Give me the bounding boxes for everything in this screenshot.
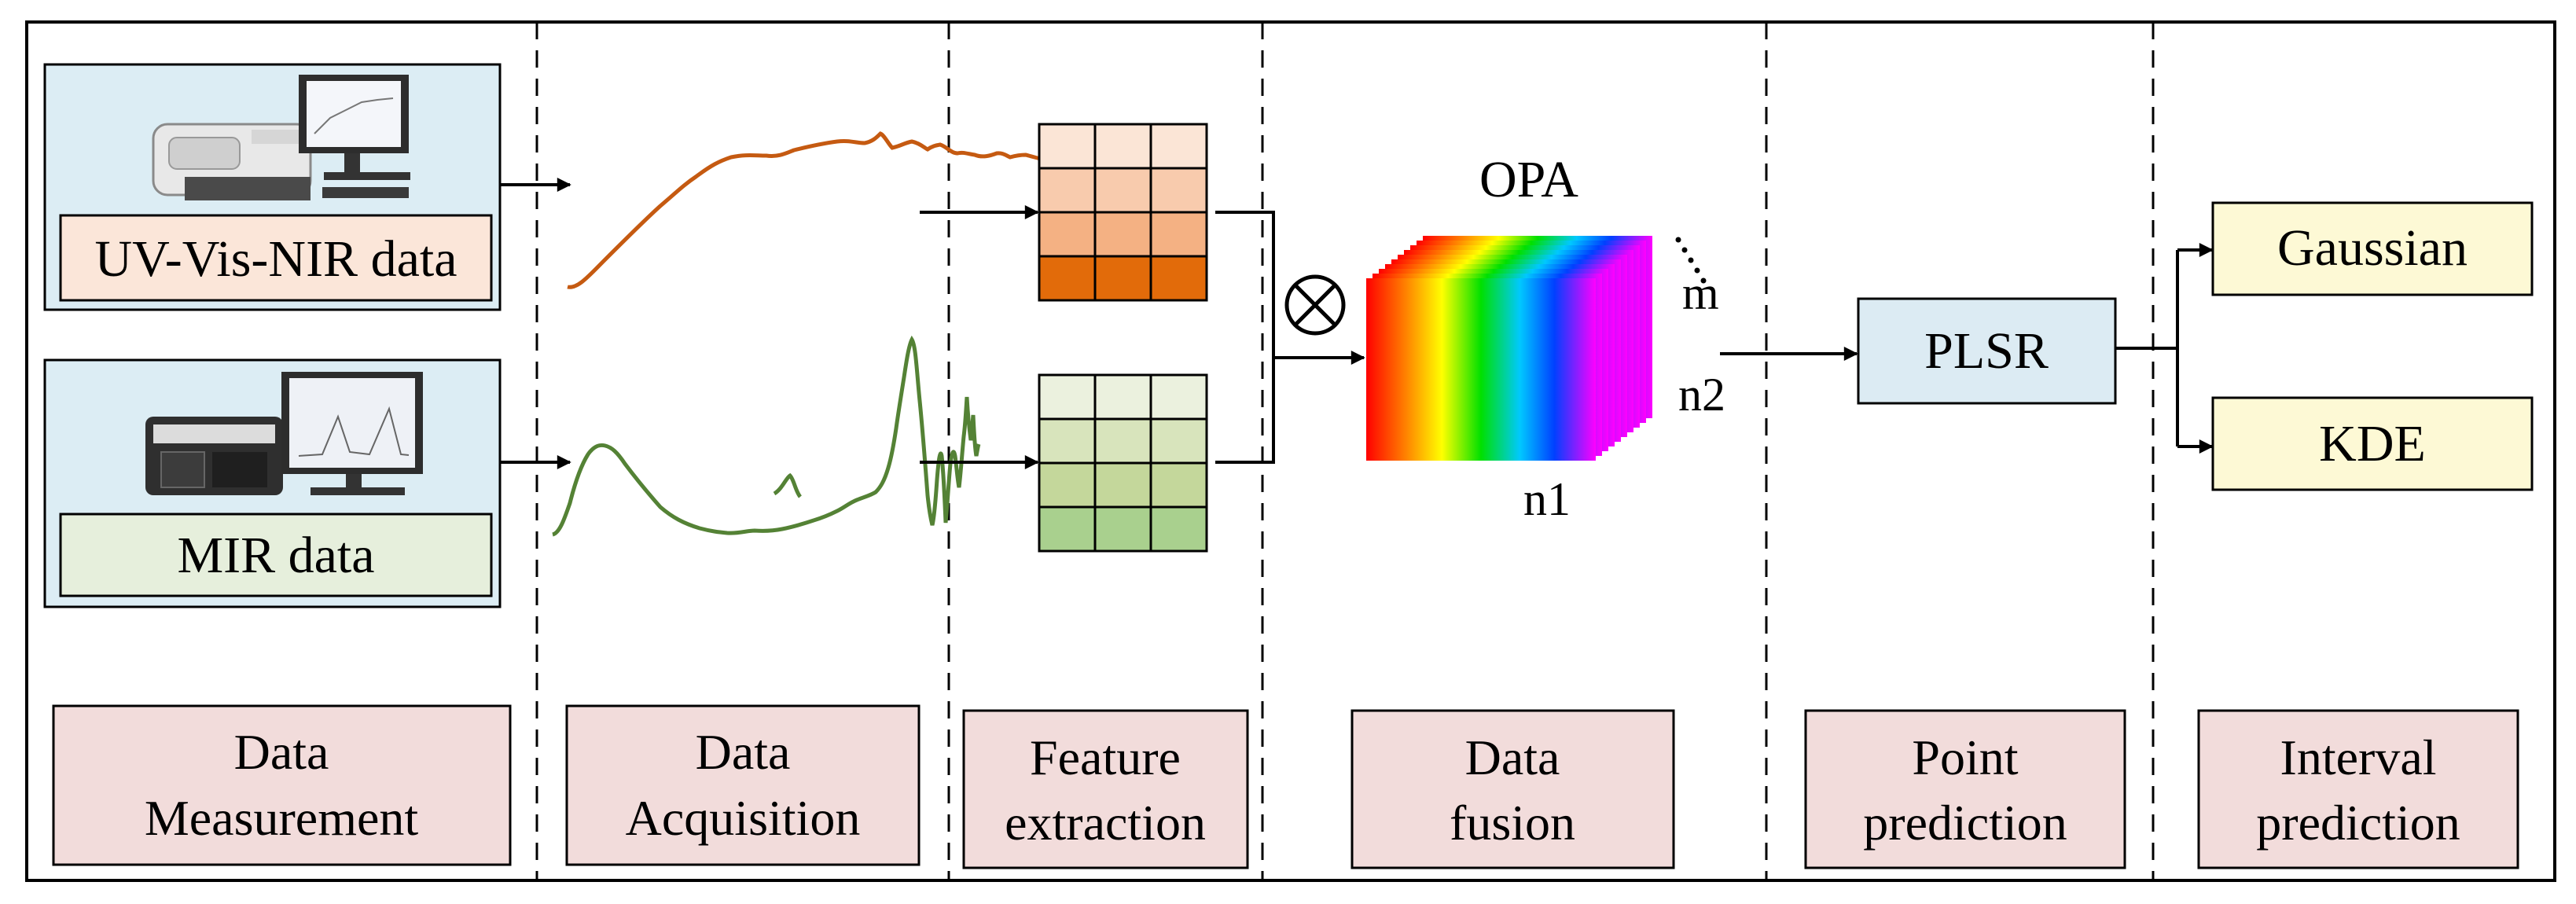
stage-data-fusion: Data fusion [1350, 709, 1675, 869]
mir-matrix-cell [1149, 417, 1208, 465]
plsr-box [1857, 297, 2117, 405]
mir-matrix-cell [1038, 461, 1097, 509]
fusion-method-label: OPA [1479, 151, 1578, 208]
mir-matrix-cell [1093, 461, 1152, 509]
kde-box [2211, 396, 2534, 491]
uv-spectrometer-icon [152, 123, 312, 200]
svg-text:prediction: prediction [1863, 795, 2067, 851]
mir-matrix-cell [1149, 505, 1208, 553]
mir-matrix-cell [1038, 505, 1097, 553]
dim-m-label: m [1682, 267, 1719, 319]
uv-instrument-panel: UV-Vis-NIR data [43, 63, 502, 311]
uv-matrix-cell [1038, 123, 1097, 170]
uv-spectrum-curve [567, 131, 1044, 289]
dim-n1-label: n1 [1523, 473, 1571, 525]
uv-matrix-cell [1149, 167, 1208, 214]
mir-matrix-cell [1149, 373, 1208, 421]
svg-text:extraction: extraction [1005, 795, 1206, 851]
svg-text:Data: Data [696, 724, 791, 780]
stage-separators [535, 22, 2155, 880]
svg-text:Data: Data [234, 724, 329, 780]
mir-feature-matrix [1038, 373, 1208, 553]
tensor-product-icon [1284, 274, 1346, 336]
svg-text:Interval: Interval [2280, 729, 2437, 785]
mir-matrix-cell [1093, 417, 1152, 465]
svg-text:fusion: fusion [1450, 795, 1575, 851]
svg-text:Data: Data [1465, 729, 1560, 785]
mir-matrix-cell [1149, 461, 1208, 509]
stage-interval-prediction: Interval prediction [2197, 709, 2519, 869]
svg-text:prediction: prediction [2256, 795, 2460, 851]
uv-matrix-cell [1038, 167, 1097, 214]
uv-computer-icon [299, 75, 410, 198]
svg-text:Point: Point [1912, 729, 2018, 785]
gaussian-box [2211, 201, 2534, 296]
uv-matrix-cell [1149, 123, 1208, 170]
mir-matrix-cell [1038, 417, 1097, 465]
uv-matrix-cell [1038, 255, 1097, 302]
svg-text:Measurement: Measurement [145, 790, 419, 846]
mir-matrix-cell [1093, 373, 1152, 421]
mir-instrument-panel: MIR data [43, 358, 502, 608]
dim-n2-label: n2 [1678, 369, 1725, 421]
stage-point-prediction: Point prediction [1804, 709, 2126, 869]
uv-matrix-cell [1093, 211, 1152, 258]
mir-to-fusion-connector [1215, 358, 1275, 464]
uv-matrix-cell [1149, 255, 1208, 302]
stage-data-measurement: Data Measurement [52, 704, 512, 866]
gaussian-label: Gaussian [2277, 219, 2468, 277]
svg-text:Acquisition: Acquisition [626, 790, 861, 846]
uv-to-fusion-connector [1215, 211, 1275, 358]
uv-matrix-cell [1093, 255, 1152, 302]
depth-ellipsis [1675, 237, 1707, 284]
kde-label: KDE [2319, 415, 2426, 472]
mir-matrix-cell [1038, 373, 1097, 421]
stage-data-acquisition: Data Acquisition [565, 704, 921, 866]
mir-data-label: MIR data [177, 527, 374, 584]
mir-spectrum-bump [773, 472, 803, 498]
uv-matrix-cell [1093, 167, 1152, 214]
uv-matrix-cell [1149, 211, 1208, 258]
mir-matrix-cell [1093, 505, 1152, 553]
fusion-cube [1366, 236, 1652, 461]
uv-matrix-cell [1038, 211, 1097, 258]
stage-feature-extraction: Feature extraction [962, 709, 1249, 869]
mir-data-label-box [59, 513, 493, 597]
mir-spectrum-curve [551, 335, 981, 537]
plsr-label: PLSR [1924, 322, 2049, 380]
uv-matrix-cell [1093, 123, 1152, 170]
uv-data-label-box [59, 214, 493, 302]
mir-computer-icon [281, 372, 423, 495]
mir-spectrometer-icon [145, 417, 283, 495]
outer-frame [25, 20, 2556, 882]
uv-feature-matrix [1038, 123, 1208, 302]
uv-data-label: UV-Vis-NIR data [94, 230, 457, 288]
fusion-cube-slice [1366, 278, 1596, 461]
svg-text:Feature: Feature [1030, 729, 1181, 785]
